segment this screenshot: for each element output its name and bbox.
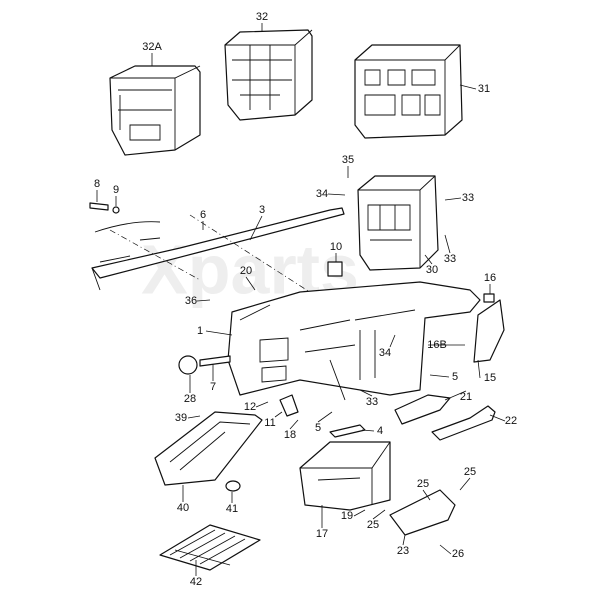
part-1-dashboard <box>227 281 481 401</box>
callout-32a: 32A <box>142 41 162 53</box>
callout-16b: 16B <box>427 339 447 351</box>
callout-21: 21 <box>460 391 472 403</box>
callout-32: 32 <box>256 11 268 23</box>
part-21-vent <box>394 394 451 425</box>
leader-lines <box>96 23 506 576</box>
callout-15: 15 <box>484 372 496 384</box>
callout-4: 4 <box>377 425 383 437</box>
callout-34: 34 <box>316 188 328 200</box>
callout-36: 36 <box>185 295 197 307</box>
callout-1: 1 <box>197 325 203 337</box>
callout-35: 35 <box>342 154 354 166</box>
part-32a-mounting-frame <box>109 65 201 156</box>
callout-5: 5 <box>315 422 321 434</box>
callout-39: 39 <box>175 412 187 424</box>
callout-9: 9 <box>113 184 119 196</box>
callout-41: 41 <box>226 503 238 515</box>
part-31-panel <box>354 44 463 139</box>
part-17-storage-box <box>299 441 391 511</box>
part-23-bracket <box>389 489 456 536</box>
part-15-side-trim <box>473 299 505 363</box>
part-22-cover <box>431 405 496 441</box>
callout-labels: 32A 32 31 35 34 33 8 9 6 3 10 33 30 20 1… <box>94 11 517 588</box>
callout-8: 8 <box>94 178 100 190</box>
callout-25: 25 <box>417 478 429 490</box>
part-30-radio-frame <box>357 175 439 271</box>
part-28-cap <box>178 355 198 375</box>
callout-26: 26 <box>452 548 464 560</box>
callout-25: 25 <box>464 466 476 478</box>
callout-5: 5 <box>452 371 458 383</box>
part-8-bolt <box>89 202 109 211</box>
callout-11: 11 <box>264 417 275 429</box>
part-40-glovebox-lid <box>154 411 263 486</box>
callout-25: 25 <box>367 519 379 531</box>
callout-18: 18 <box>284 429 296 441</box>
callout-34: 34 <box>379 347 391 359</box>
callout-31: 31 <box>478 83 490 95</box>
part-3-crossmember <box>91 207 345 306</box>
callout-23: 23 <box>397 545 409 557</box>
part-10-clip <box>327 261 343 277</box>
callout-42: 42 <box>190 576 202 588</box>
callout-3: 3 <box>259 204 265 216</box>
callout-17: 17 <box>316 528 328 540</box>
part-7-screw <box>199 355 231 367</box>
callout-7: 7 <box>210 381 216 393</box>
callout-20: 20 <box>240 265 252 277</box>
part-32-mounting-frame <box>224 29 313 121</box>
callout-40: 40 <box>177 502 189 514</box>
callout-12: 12 <box>244 401 256 413</box>
part-11-screw <box>279 394 299 417</box>
callout-19: 19 <box>341 510 353 522</box>
callout-28: 28 <box>184 393 196 405</box>
part-9-washer <box>112 206 120 214</box>
callout-33: 33 <box>366 396 378 408</box>
part-16-nut <box>483 293 495 303</box>
callout-33: 33 <box>462 192 474 204</box>
part-4-cable <box>329 424 366 438</box>
callout-10: 10 <box>330 241 342 253</box>
callout-33: 33 <box>444 253 456 265</box>
part-41-knob <box>225 480 241 492</box>
part-42-mat <box>159 524 261 571</box>
callout-16: 16 <box>484 272 496 284</box>
callout-30: 30 <box>426 264 438 276</box>
callout-6: 6 <box>200 209 206 221</box>
callout-22: 22 <box>505 415 517 427</box>
